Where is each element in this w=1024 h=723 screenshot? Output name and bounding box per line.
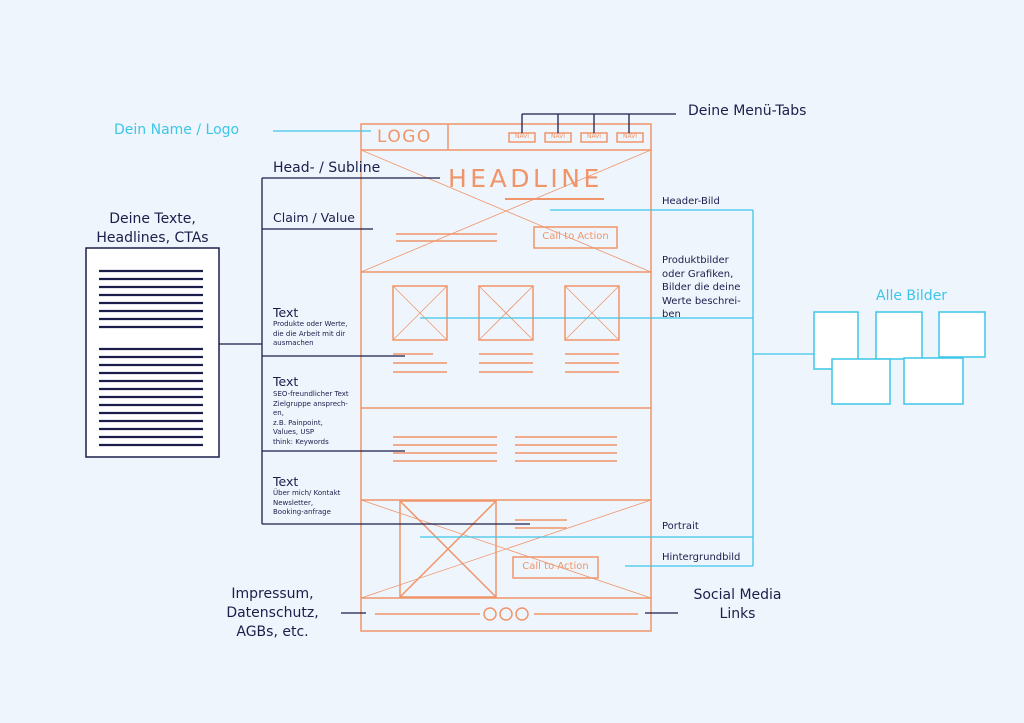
background-image-placeholder: [360, 499, 652, 599]
text1-title: Text: [273, 305, 299, 320]
nav-tab-label: NAVI: [550, 133, 566, 140]
social-links-label: Social Media Links: [693, 587, 782, 622]
wireframe-headline: HEADLINE: [448, 164, 603, 193]
text3-title: Text: [273, 474, 299, 489]
social-icon: [483, 607, 497, 621]
cta-header-button: [533, 226, 618, 249]
nav-tab-label: NAVI: [514, 133, 530, 140]
text2-title: Text: [273, 374, 299, 389]
portrait-placeholder: [399, 500, 497, 598]
product-text-lines: [393, 353, 619, 373]
nav-tab-label: NAVI: [586, 133, 602, 140]
produktbilder-label: Produktbilder oder Grafiken, Bilder die …: [662, 255, 741, 321]
social-icon: [515, 607, 529, 621]
texts-title: Deine Texte, Headlines, CTAs: [96, 211, 209, 246]
cta-footer-button: [512, 556, 599, 579]
images-stack-icon: [813, 311, 986, 405]
text3-body: Über mich/ Kontakt Newsletter, Booking-a…: [273, 489, 341, 517]
document-icon: [85, 247, 220, 458]
claim-value-label: Claim / Value: [273, 210, 355, 225]
impressum-label: Impressum, Datenschutz, AGBs, etc.: [226, 586, 319, 640]
seo-text-lines: [393, 436, 617, 462]
hero-image-placeholder: [360, 149, 652, 273]
nav-tab-label: NAVI: [622, 133, 638, 140]
menu-tabs-label: Deine Menü-Tabs: [688, 103, 807, 119]
image-connectors: [273, 130, 815, 567]
hintergrundbild-label: Hintergrundbild: [662, 552, 741, 563]
text-connectors: [219, 113, 678, 614]
social-icon: [499, 607, 513, 621]
portrait-label: Portrait: [662, 521, 699, 532]
cta-footer-label: Call to Action: [522, 561, 589, 572]
head-subline-label: Head- / Subline: [273, 160, 381, 176]
wireframe-outline: [360, 123, 652, 632]
cta-header-label: Call to Action: [542, 231, 609, 242]
header-bild-label: Header-Bild: [662, 196, 720, 207]
product-images: [392, 285, 620, 341]
wireframe: [360, 123, 652, 632]
text1-body: Produkte oder Werte, die die Arbeit mit …: [273, 320, 348, 348]
nav-tab: [616, 132, 644, 143]
text2-body: SEO-freundlicher Text Zielgruppe ansprec…: [273, 390, 349, 446]
name-logo-label: Dein Name / Logo: [114, 122, 240, 138]
alle-bilder-label: Alle Bilder: [876, 288, 948, 304]
wireframe-logo: LOGO: [377, 127, 432, 147]
